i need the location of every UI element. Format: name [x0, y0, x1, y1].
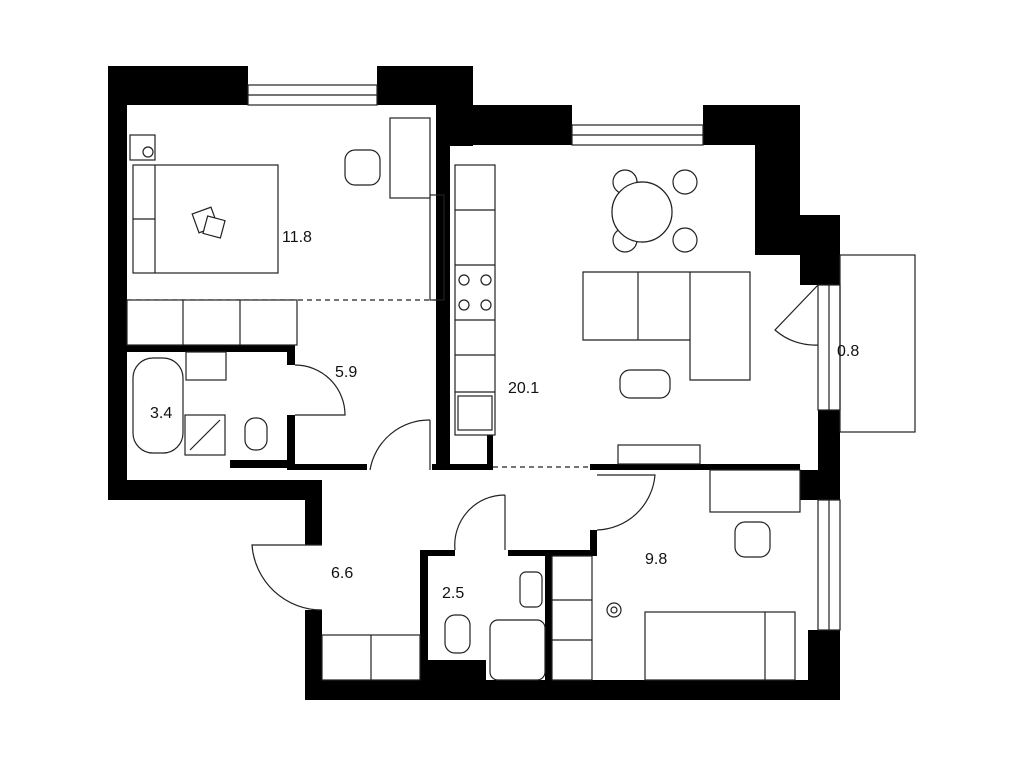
windows [247, 84, 841, 631]
bed-2 [644, 611, 796, 681]
sofa [582, 271, 751, 381]
desk-1 [389, 117, 431, 199]
area-bedroom-1: 11.8 [282, 229, 312, 246]
kitchen-counter [454, 164, 496, 436]
area-entrance-hall: 6.6 [331, 565, 353, 582]
desk-2 [709, 469, 801, 513]
area-bedroom-2: 9.8 [645, 551, 667, 568]
furniture [126, 117, 801, 681]
wardrobe-1 [126, 299, 298, 346]
area-hallway-upper: 5.9 [335, 364, 357, 381]
walls [108, 66, 840, 700]
area-wc: 2.5 [442, 585, 464, 602]
wardrobe-2 [551, 555, 593, 681]
balcony-outline [839, 254, 916, 433]
room-area-labels: 11.8 5.9 3.4 20.1 0.8 6.6 2.5 9.8 [150, 229, 859, 602]
bathtub [132, 357, 184, 454]
coffee-table [619, 369, 671, 399]
area-kitchen-living: 20.1 [508, 380, 539, 397]
area-balcony: 0.8 [837, 343, 859, 360]
area-bathroom: 3.4 [150, 405, 172, 422]
doors[interactable] [251, 284, 819, 611]
